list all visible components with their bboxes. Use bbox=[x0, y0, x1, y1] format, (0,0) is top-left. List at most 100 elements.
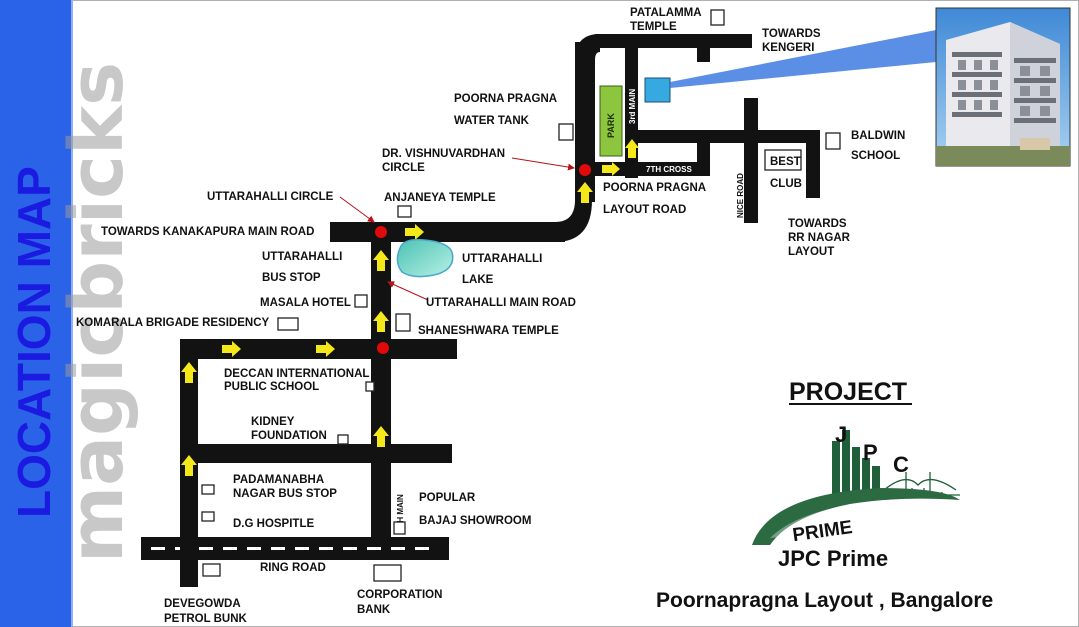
label-uttarahalli-lake: UTTARAHALLI bbox=[462, 253, 542, 265]
map-arrow-icon bbox=[181, 455, 197, 476]
landmark-box-icon bbox=[558, 123, 574, 141]
logo-letter: P bbox=[863, 440, 878, 465]
landmark-box-icon bbox=[354, 294, 368, 308]
ring-road-dashes bbox=[151, 547, 429, 550]
landmark-box-icon bbox=[201, 484, 215, 495]
landmark-box-icon bbox=[201, 511, 215, 522]
label-dg-hospital: D.G HOSPITLE bbox=[233, 518, 314, 530]
label-best-club: CLUB bbox=[770, 178, 802, 190]
map-arrow-icon bbox=[405, 224, 424, 240]
map-arrow-icon bbox=[222, 341, 241, 357]
landmark-box-icon bbox=[395, 313, 411, 332]
label-towards-rr-nagar: TOWARDS bbox=[788, 218, 847, 230]
landmark-boxes bbox=[201, 9, 841, 582]
building-photo bbox=[935, 7, 1071, 167]
label-deccan-school: PUBLIC SCHOOL bbox=[224, 381, 319, 393]
map-arrow-icon bbox=[316, 341, 335, 357]
sidebar-watermark: magicbricks bbox=[54, 62, 140, 563]
label-uttarahalli-lake: LAKE bbox=[462, 274, 494, 286]
map-arrow-icon bbox=[181, 362, 197, 383]
label-uttarahalli-bus-stop: BUS STOP bbox=[262, 272, 321, 284]
label-devegowda-petrol-bunk: DEVEGOWDA bbox=[164, 598, 241, 610]
road-network bbox=[141, 34, 820, 587]
label-patalamma-temple: TEMPLE bbox=[630, 21, 677, 33]
circle-marker-icon bbox=[375, 226, 387, 238]
map-arrow-icon bbox=[577, 182, 593, 203]
label-kidney-foundation: FOUNDATION bbox=[251, 430, 327, 442]
label-layout-road: POORNA PRAGNA bbox=[603, 182, 706, 194]
label-padamanabha-bus-stop: PADAMANABHA bbox=[233, 474, 324, 486]
label-uttarahalli-bus-stop: UTTARAHALLI bbox=[262, 251, 342, 263]
landmark-box-icon bbox=[365, 381, 375, 392]
label-seventh-main: 7TH MAIN bbox=[396, 494, 405, 532]
label-corporation-bank: CORPORATION bbox=[357, 589, 442, 601]
rr-nagar-road bbox=[806, 130, 820, 198]
project-logo: J P C PRIME bbox=[752, 422, 960, 546]
label-deccan-school: DECCAN INTERNATIONAL bbox=[224, 368, 369, 380]
label-ring-road: RING ROAD bbox=[260, 562, 326, 574]
circle-marker-icon bbox=[579, 164, 591, 176]
map-arrow-icon bbox=[602, 162, 620, 176]
park-block bbox=[599, 85, 623, 157]
lake bbox=[396, 238, 454, 278]
label-popular-bajaj: BAJAJ SHOWROOM bbox=[419, 515, 531, 527]
landmark-box-icon bbox=[397, 205, 412, 218]
site-callout bbox=[670, 30, 936, 88]
project-address: Poornapragna Layout , Bangalore bbox=[656, 589, 993, 612]
label-kidney-foundation: KIDNEY bbox=[251, 416, 295, 428]
label-third-main: 3rd MAIN bbox=[628, 89, 637, 124]
connector-road bbox=[697, 140, 710, 176]
label-popular-bajaj: POPULAR bbox=[419, 492, 476, 504]
project-heading: PROJECT bbox=[789, 378, 907, 406]
east-road bbox=[638, 130, 818, 143]
landmark-box-icon bbox=[202, 563, 221, 577]
landmark-box-icon bbox=[373, 564, 402, 582]
label-towards-kanakapura: TOWARDS KANAKAPURA MAIN ROAD bbox=[101, 226, 314, 238]
label-towards-kengeri: TOWARDS bbox=[762, 28, 821, 40]
label-water-tank: POORNA PRAGNA bbox=[454, 93, 557, 105]
landmark-box-icon bbox=[337, 434, 349, 445]
cross-road bbox=[190, 444, 452, 463]
label-uttarahalli-circle: UTTARAHALLI CIRCLE bbox=[207, 191, 334, 203]
label-padamanabha-bus-stop: NAGAR BUS STOP bbox=[233, 488, 337, 500]
label-seventh-cross: 7TH CROSS bbox=[646, 165, 692, 174]
label-vishnuvardhan-circle: CIRCLE bbox=[382, 162, 425, 174]
label-water-tank: WATER TANK bbox=[454, 115, 530, 127]
sidebar-panel bbox=[0, 0, 72, 627]
project-name: JPC Prime bbox=[778, 546, 888, 571]
label-best-club: BEST bbox=[770, 156, 801, 168]
site-marker-icon bbox=[644, 77, 671, 103]
label-towards-rr-nagar: LAYOUT bbox=[788, 246, 834, 258]
label-towards-kengeri: KENGERI bbox=[762, 42, 814, 54]
towards-kengeri-road bbox=[595, 34, 752, 48]
circle-marker-icon bbox=[377, 342, 389, 354]
label-patalamma-temple: PATALAMMA bbox=[630, 7, 702, 19]
label-baldwin-school: BALDWIN bbox=[851, 130, 905, 142]
landmark-box-icon bbox=[825, 132, 841, 150]
sidebar: magicbricks LOCATION MAP bbox=[0, 0, 140, 627]
poorna-pragna-vertical bbox=[575, 42, 595, 202]
label-layout-road: LAYOUT ROAD bbox=[603, 204, 686, 216]
sidebar-title: LOCATION MAP bbox=[8, 166, 60, 518]
uttarahalli-main-road bbox=[371, 228, 391, 540]
label-baldwin-school: SCHOOL bbox=[851, 150, 900, 162]
direction-arrows bbox=[181, 139, 639, 476]
map-arrow-icon bbox=[373, 426, 389, 447]
logo-letter: C bbox=[893, 452, 909, 477]
landmark-box-icon bbox=[764, 149, 802, 171]
label-devegowda-petrol-bunk: PETROL BUNK bbox=[164, 613, 248, 625]
label-towards-rr-nagar: RR NAGAR bbox=[788, 232, 851, 244]
label-anjaneya-temple: ANJANEYA TEMPLE bbox=[384, 192, 496, 204]
logo-letter: J bbox=[835, 422, 847, 447]
label-komarala-brigade: KOMARALA BRIGADE RESIDENCY bbox=[76, 317, 269, 329]
label-park: PARK bbox=[606, 113, 616, 138]
nice-road-vertical bbox=[744, 98, 758, 223]
seventh-cross-road bbox=[595, 162, 710, 176]
label-shaneshwara-temple: SHANESHWARA TEMPLE bbox=[418, 325, 559, 337]
kanakapura-main-road bbox=[330, 222, 565, 242]
place-labels: PATALAMMA TEMPLE TOWARDS KENGERI POORNA … bbox=[76, 7, 905, 625]
landmark-box-icon bbox=[710, 9, 725, 26]
map-arrow-icon bbox=[373, 250, 389, 271]
label-corporation-bank: BANK bbox=[357, 604, 391, 616]
